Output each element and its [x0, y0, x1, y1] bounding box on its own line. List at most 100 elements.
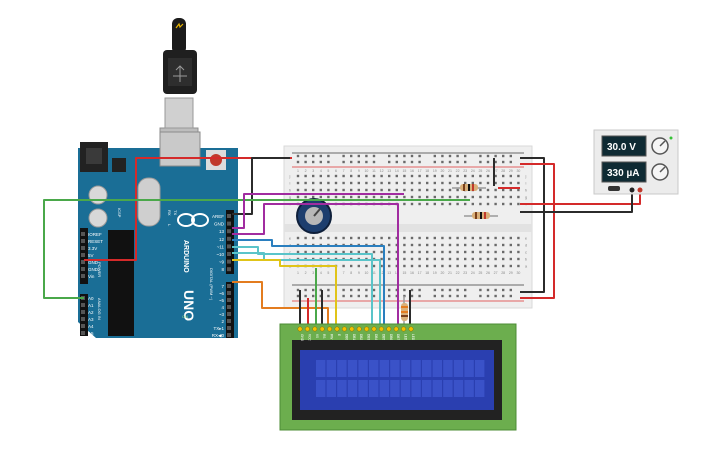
lcd-pin-label: V0 [315, 334, 319, 338]
pin-label: ~6 [219, 291, 225, 296]
tx-led-label: TX [173, 210, 178, 215]
header-pin[interactable] [227, 229, 231, 234]
lcd-pin[interactable] [386, 326, 392, 332]
lcd-pin[interactable] [371, 326, 377, 332]
column-number: 5 [327, 169, 329, 173]
lcd-pin[interactable] [408, 326, 414, 332]
header-pin[interactable] [227, 312, 231, 316]
column-number: 18 [425, 271, 429, 275]
header-pin[interactable] [227, 326, 231, 330]
lcd-pin-label: LED [404, 334, 408, 341]
header-pin[interactable] [81, 260, 85, 264]
header-pin[interactable] [81, 310, 85, 314]
lcd-pin[interactable] [312, 326, 318, 332]
column-number: 13 [387, 169, 391, 173]
header-pin[interactable] [227, 259, 231, 264]
wire-red-5v [84, 157, 292, 261]
lcd-pin[interactable] [319, 326, 325, 332]
lcd-pin[interactable] [304, 326, 310, 332]
column-number: 20 [440, 169, 444, 173]
header-pin[interactable] [227, 319, 231, 323]
wires[interactable] [43, 157, 641, 328]
negative-terminal[interactable] [629, 187, 635, 193]
column-number: 26 [486, 169, 490, 173]
header-pin[interactable] [81, 232, 85, 236]
header-pin[interactable] [227, 305, 231, 309]
header-pin[interactable] [81, 331, 85, 335]
lcd-pin-label: DB7 [396, 334, 400, 340]
column-number: 14 [395, 271, 399, 275]
column-number: 16 [410, 169, 414, 173]
pin-label: ~5 [219, 298, 225, 303]
lcd-cell [411, 360, 421, 377]
lcd-pin[interactable] [378, 326, 384, 332]
row-letter: j [525, 174, 527, 179]
header-pin[interactable] [81, 246, 85, 250]
pin-label: ~10 [216, 252, 224, 257]
resistor-1[interactable] [452, 184, 486, 191]
column-number: 4 [320, 271, 322, 275]
header-pin[interactable] [81, 303, 85, 307]
column-number: 28 [501, 271, 505, 275]
header-pin[interactable] [227, 214, 231, 218]
lcd-pin[interactable] [393, 326, 399, 332]
digital-header-1[interactable] [226, 210, 234, 274]
row-letter: g [289, 195, 291, 200]
digital-header-2[interactable] [226, 282, 234, 338]
column-number: 2 [305, 169, 307, 173]
lcd-pin[interactable] [349, 326, 355, 332]
header-pin[interactable] [81, 267, 85, 271]
header-pin[interactable] [227, 291, 231, 295]
header-pin[interactable] [227, 221, 231, 226]
wire-purple-12 [232, 203, 399, 328]
lcd-pin[interactable] [334, 326, 340, 332]
header-pin[interactable] [227, 284, 231, 288]
lcd-pin-label: LED [411, 334, 415, 341]
header-pin[interactable] [81, 253, 85, 257]
lcd-pin[interactable] [297, 326, 303, 332]
pin-label: ~9 [219, 260, 225, 265]
icsp-label: ICSP [117, 208, 122, 218]
resistor-3[interactable] [401, 296, 408, 328]
lcd-cell [316, 380, 326, 397]
column-number: 24 [471, 169, 475, 173]
arduino-uno-board[interactable]: ARDUINO UNO TX RX L ON ICSP POWER ANALOG… [78, 131, 238, 338]
lcd-cell [400, 380, 411, 397]
power-supply[interactable]: 30.0 V 330 µA [593, 129, 679, 195]
pin-label: ~3 [219, 312, 225, 317]
header-pin[interactable] [227, 333, 231, 337]
row-letter: e [525, 236, 528, 241]
analog-header[interactable] [80, 294, 88, 336]
lcd-pin[interactable] [327, 326, 333, 332]
column-number: 11 [372, 271, 376, 275]
header-pin[interactable] [227, 298, 231, 302]
header-pin[interactable] [227, 236, 231, 241]
positive-terminal[interactable] [637, 187, 643, 193]
row-letter: e [289, 236, 292, 241]
header-pin[interactable] [81, 239, 85, 243]
resistor-2[interactable] [464, 212, 498, 219]
header-pin[interactable] [227, 267, 231, 272]
pin-label: A1 [88, 303, 94, 308]
column-number: 12 [380, 271, 384, 275]
header-pin[interactable] [81, 324, 85, 328]
lcd-cell [464, 360, 474, 377]
lcd-pin[interactable] [341, 326, 347, 332]
power-switch[interactable] [608, 186, 620, 191]
lcd-pin-label: DB0 [344, 334, 348, 340]
header-pin[interactable] [81, 274, 85, 278]
lcd-pin[interactable] [364, 326, 370, 332]
header-pin[interactable] [227, 244, 231, 249]
column-number: 7 [343, 271, 345, 275]
lcd-pin[interactable] [356, 326, 362, 332]
header-pin[interactable] [227, 252, 231, 256]
lcd-pin[interactable] [401, 326, 407, 332]
column-number: 20 [440, 271, 444, 275]
pin-label: 4 [221, 305, 224, 310]
header-pin[interactable] [81, 317, 85, 321]
reset-button[interactable] [210, 154, 222, 166]
breadboard-holes[interactable] [296, 154, 520, 298]
